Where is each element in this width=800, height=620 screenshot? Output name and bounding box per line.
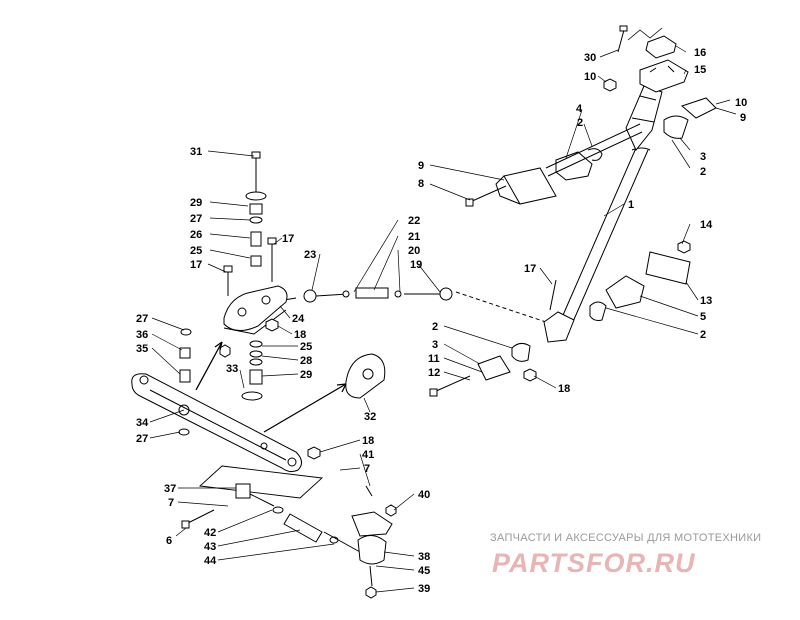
label-16: 16 — [694, 47, 706, 59]
label-44: 44 — [204, 555, 217, 567]
label-17: 17 — [524, 263, 536, 275]
label-18: 18 — [294, 329, 306, 341]
label-1: 1 — [628, 199, 634, 211]
label-32: 32 — [364, 411, 376, 423]
label-45: 45 — [418, 565, 430, 577]
label-43: 43 — [204, 541, 216, 553]
label-18: 18 — [362, 435, 374, 447]
label-38: 38 — [418, 551, 430, 563]
label-25: 25 — [190, 245, 202, 257]
label-21: 21 — [408, 231, 420, 243]
label-7: 7 — [168, 497, 174, 509]
label-35: 35 — [136, 343, 148, 355]
label-25: 25 — [300, 341, 312, 353]
cross-link-assembly — [131, 328, 386, 473]
label-3: 3 — [700, 151, 706, 163]
label-39: 39 — [418, 583, 430, 595]
label-13: 13 — [700, 295, 712, 307]
label-22: 22 — [408, 215, 420, 227]
label-9: 9 — [418, 160, 424, 172]
label-7: 7 — [364, 463, 370, 475]
label-27: 27 — [190, 213, 202, 225]
label-34: 34 — [136, 417, 149, 429]
steering-arm-assembly — [219, 151, 288, 401]
label-8: 8 — [418, 178, 424, 190]
leader-lines — [149, 45, 737, 593]
label-12: 12 — [428, 367, 440, 379]
label-2: 2 — [700, 329, 706, 341]
label-37: 37 — [164, 483, 176, 495]
label-27: 27 — [136, 313, 148, 325]
label-17: 17 — [282, 233, 294, 245]
label-24: 24 — [292, 313, 305, 325]
label-41: 41 — [362, 449, 374, 461]
label-14: 14 — [700, 219, 713, 231]
label-31: 31 — [190, 146, 202, 158]
label-17: 17 — [190, 259, 202, 271]
label-19: 19 — [410, 259, 422, 271]
label-2: 2 — [432, 321, 438, 333]
label-11: 11 — [428, 353, 440, 365]
label-27: 27 — [136, 433, 148, 445]
label-3: 3 — [432, 339, 438, 351]
label-10: 10 — [735, 97, 747, 109]
steering-post-assembly — [429, 25, 717, 397]
diagram-artwork — [131, 25, 737, 599]
label-28: 28 — [300, 355, 312, 367]
label-18: 18 — [558, 383, 570, 395]
label-29: 29 — [300, 369, 312, 381]
label-2: 2 — [700, 166, 706, 178]
label-4: 4 — [576, 103, 583, 115]
watermark-logo-text: PARTSFOR.RU — [492, 548, 696, 576]
watermark-logo: PARTSFOR.RU — [492, 548, 696, 576]
tie-rod-assembly — [283, 287, 453, 303]
watermark-caption: ЗАПЧАСТИ И АКСЕССУАРЫ ДЛЯ МОТОТЕХНИКИ — [490, 532, 762, 544]
label-30: 30 — [584, 52, 596, 64]
label-6: 6 — [166, 535, 172, 547]
label-42: 42 — [204, 527, 216, 539]
label-40: 40 — [418, 489, 430, 501]
label-10: 10 — [584, 71, 596, 83]
label-20: 20 — [408, 245, 420, 257]
part-number-labels: 30 16 15 10 10 9 4 2 3 2 9 8 1 31 29 27 … — [136, 47, 747, 595]
label-29: 29 — [190, 197, 202, 209]
label-5: 5 — [700, 311, 706, 323]
label-23: 23 — [304, 249, 316, 261]
label-36: 36 — [136, 329, 148, 341]
label-2: 2 — [577, 117, 583, 129]
label-15: 15 — [694, 64, 706, 76]
label-33: 33 — [226, 363, 238, 375]
lower-tie-rod-assembly — [181, 465, 397, 599]
label-26: 26 — [190, 229, 202, 241]
label-9: 9 — [740, 112, 746, 124]
